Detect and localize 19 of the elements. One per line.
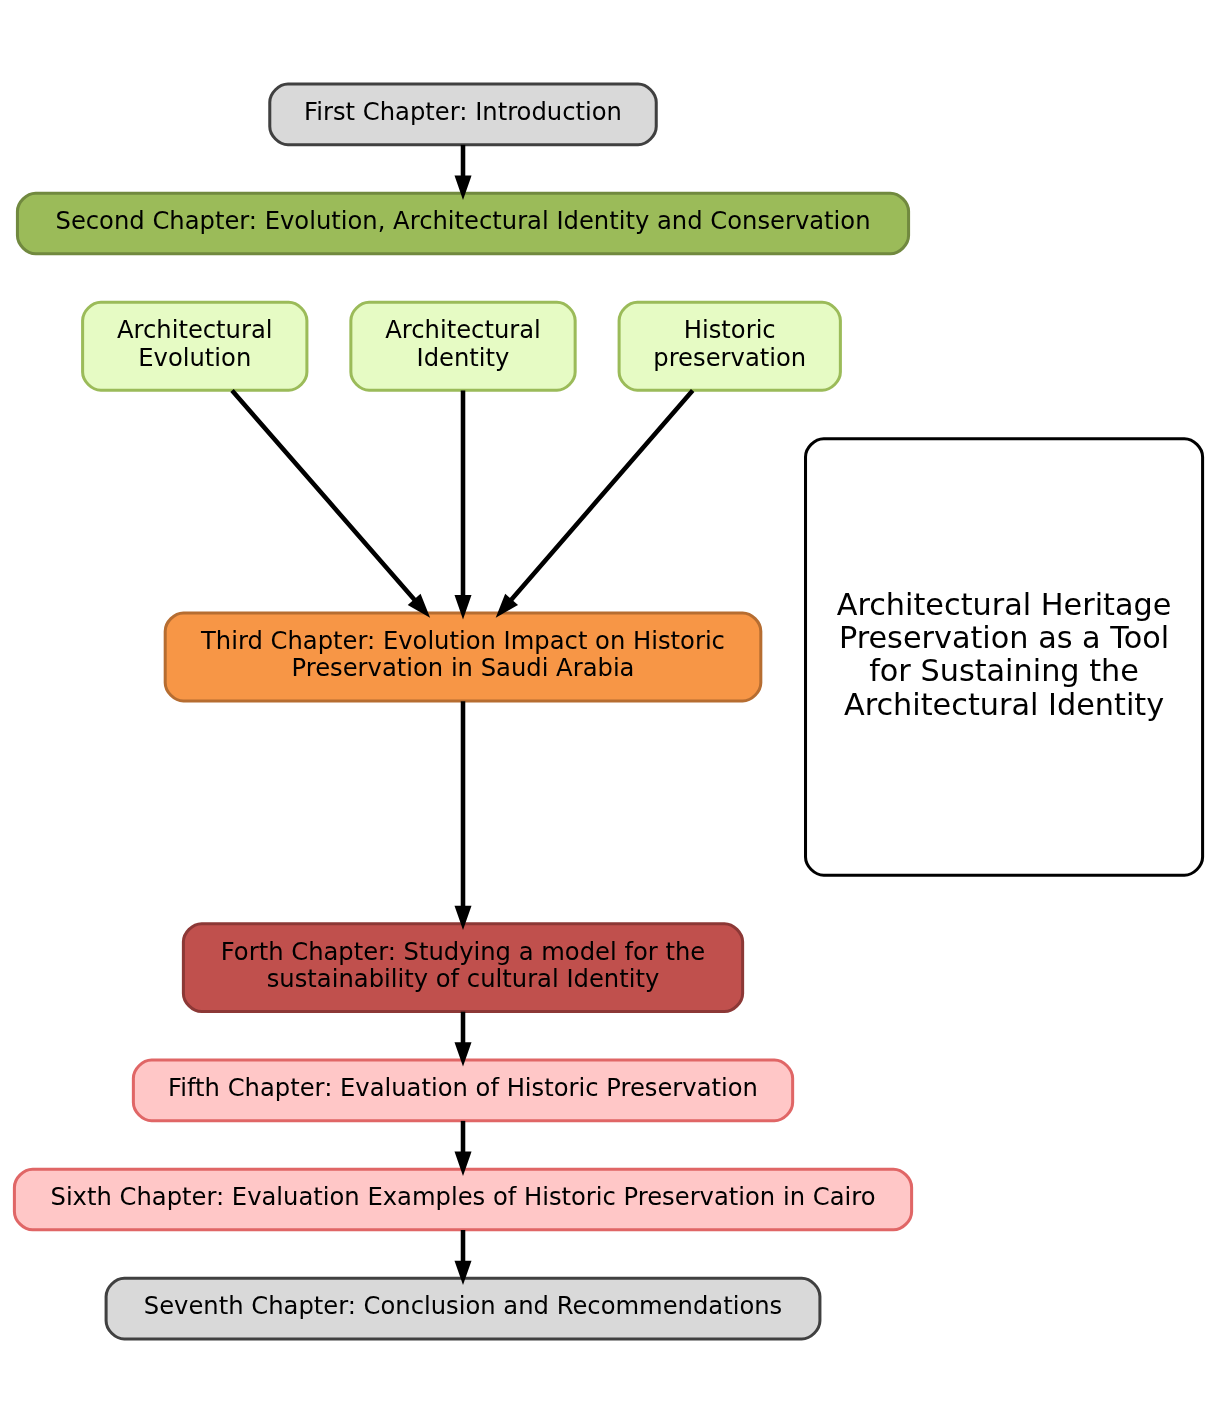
node-box: Architectural Identity	[349, 300, 577, 392]
arrow	[230, 388, 431, 618]
node-box: Architectural Evolution	[81, 300, 309, 392]
arrow	[495, 388, 695, 618]
arrow	[454, 1229, 472, 1285]
node-box: Forth Chapter: Studying a model for the sustainability of cultural Identity	[181, 921, 745, 1013]
node-box: Fifth Chapter: Evaluation of Historic Preservation	[131, 1058, 795, 1122]
arrow	[454, 700, 472, 930]
arrow	[454, 1120, 472, 1176]
arrow	[454, 390, 472, 619]
arrow	[454, 1011, 472, 1066]
node-box: Historic preservation	[617, 300, 842, 392]
node-box: First Chapter: Introduction	[268, 82, 658, 146]
node-box: Second Chapter: Evolution, Architectural Identity and Conservation	[15, 191, 911, 255]
node-box: Third Chapter: Evolution Impact on Historic Preservation in Saudi Arabia	[163, 610, 763, 702]
arrow	[454, 144, 472, 200]
node-box: Sixth Chapter: Evaluation Examples of Historic Preservation in Cairo	[12, 1167, 914, 1231]
node-box: Seventh Chapter: Conclusion and Recommendations	[104, 1276, 822, 1340]
node-box: Architectural Heritage Preservation as a Tool for Sustaining the Architectural Identity	[804, 436, 1205, 877]
